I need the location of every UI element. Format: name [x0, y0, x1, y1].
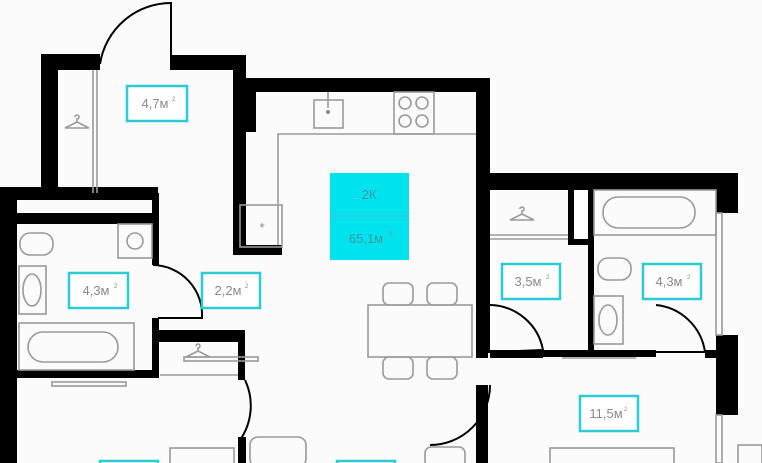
svg-text:2: 2	[245, 284, 249, 290]
hanger-icon	[64, 114, 90, 129]
svg-text:2: 2	[687, 275, 691, 281]
apartment-type: 2К	[362, 187, 377, 202]
fixtures: *	[18, 70, 762, 463]
svg-text:2: 2	[172, 97, 176, 103]
svg-text:2: 2	[624, 407, 628, 413]
svg-text:2: 2	[546, 275, 550, 281]
hanger-icon	[509, 206, 535, 221]
svg-text:11,5м: 11,5м	[589, 406, 622, 421]
room-label-corridor: 2,2м 2	[200, 271, 262, 310]
svg-text:*: *	[259, 220, 264, 235]
svg-text:4,3м: 4,3м	[655, 274, 682, 289]
hanger-icon	[185, 343, 211, 358]
svg-text:4,3м: 4,3м	[82, 283, 109, 298]
svg-text:2: 2	[389, 232, 393, 238]
doors	[99, 1, 707, 446]
room-label-hallway: 4,7м 2	[125, 84, 189, 123]
room-label-bathroom-left: 4,3м 2	[67, 271, 130, 310]
room-label-bathroom-right: 4,3м 2	[641, 262, 703, 301]
room-label-wardrobe: 3,5м 2	[500, 262, 562, 301]
svg-text:2,2м: 2,2м	[214, 283, 241, 298]
walls	[0, 54, 738, 463]
svg-text:2: 2	[114, 284, 118, 290]
stove-icon	[393, 91, 435, 135]
svg-text:3,5м: 3,5м	[514, 274, 541, 289]
svg-text:4,7м: 4,7м	[141, 96, 168, 111]
windows	[51, 212, 723, 463]
apartment-summary: 2К 65,1м 2	[330, 173, 409, 260]
room-label-bedroom: 11,5м 2	[578, 394, 640, 433]
total-area: 65,1м	[349, 231, 383, 246]
